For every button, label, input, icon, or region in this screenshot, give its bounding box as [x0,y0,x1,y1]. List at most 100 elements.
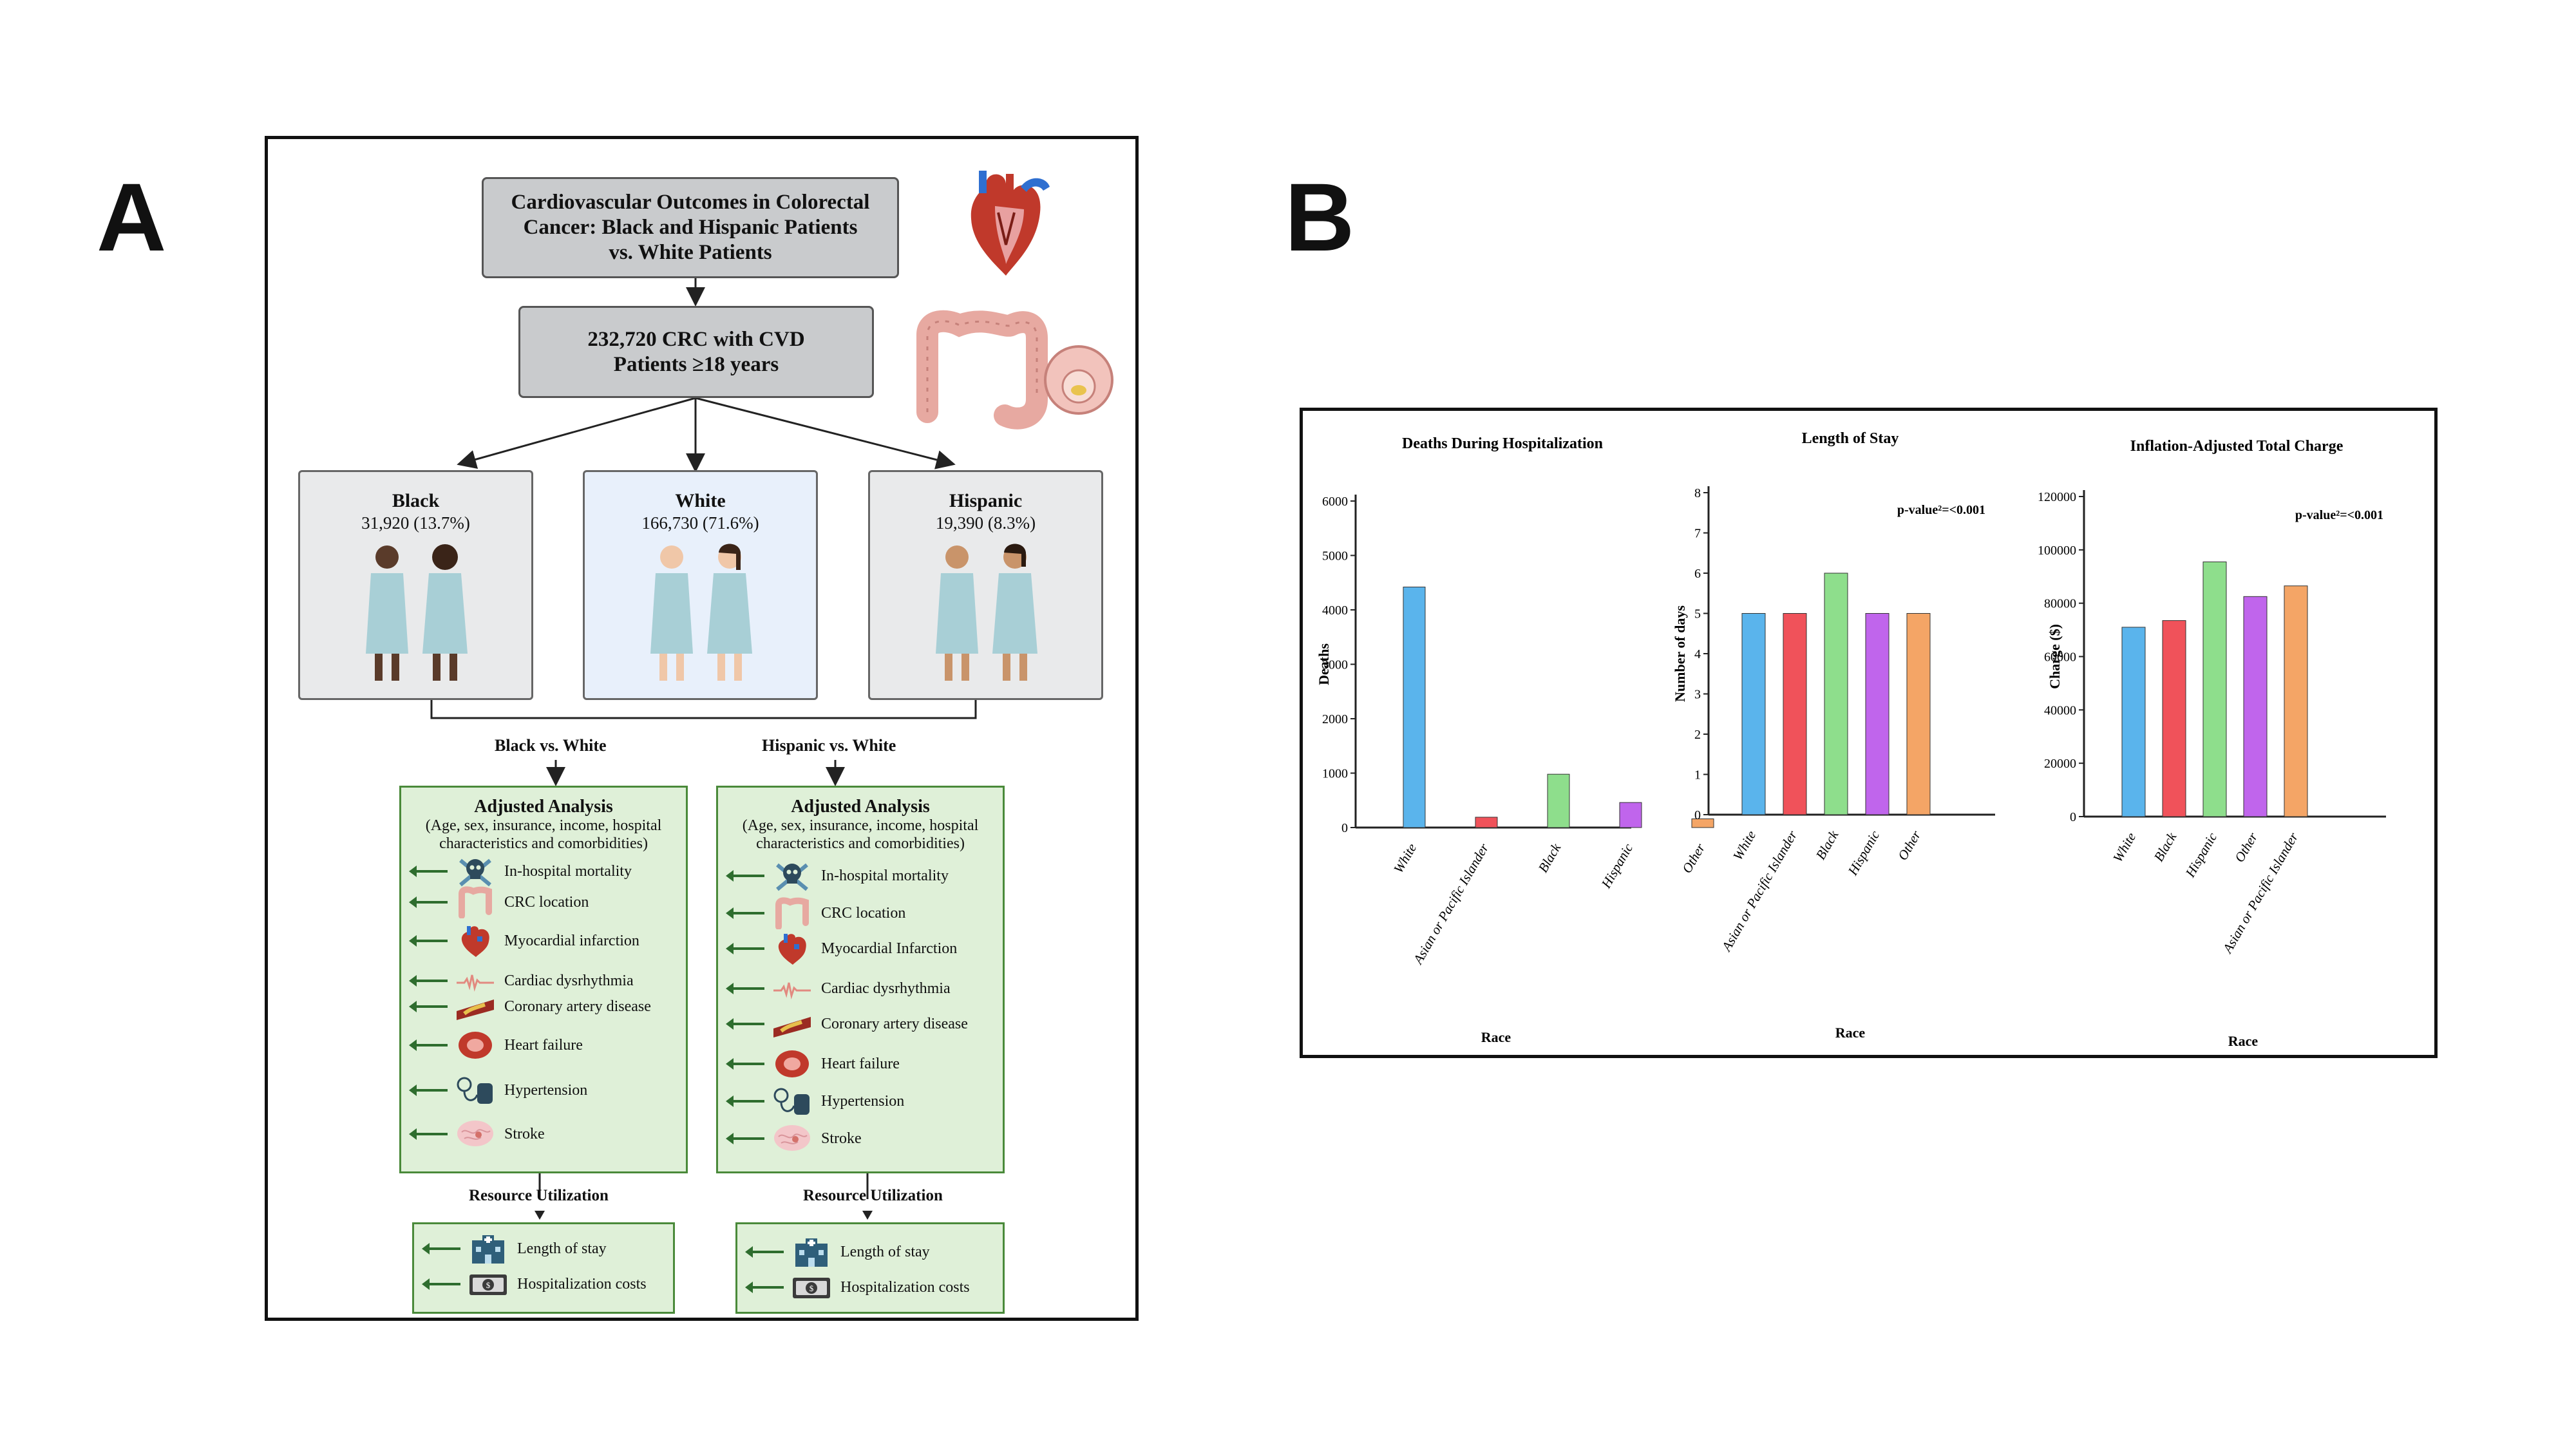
outcome-label: Hospitalization costs [517,1275,647,1293]
outcome-item: Hypertension [726,1085,905,1117]
outcome-item: Hypertension [409,1074,587,1106]
arrow-left-icon [409,1039,448,1051]
bar [1783,613,1807,815]
y-tick-label: 5 [1694,607,1701,621]
arrow-left-icon [409,866,448,877]
adjusted-analysis-subtitle: (Age, sex, insurance, income, hospital c… [425,817,662,852]
outcome-item: $Hospitalization costs [745,1271,970,1303]
outcome-item: Length of stay [422,1233,607,1265]
outcome-label: Heart failure [821,1055,900,1072]
x-axis-label: Race [1835,1025,1866,1041]
x-tick-label: Black [1535,840,1564,875]
y-axis-label: Deaths [1316,643,1332,685]
brain-icon [455,1118,495,1150]
bar [2243,596,2268,817]
group-white-count: 166,730 (71.6%) [641,513,759,533]
y-tick-label: 20000 [2044,757,2076,771]
x-tick-label: Hispanic [1844,828,1883,878]
y-tick-label: 1 [1694,768,1701,782]
x-tick-label: Black [1813,828,1842,862]
outcome-item: Stroke [409,1118,545,1150]
y-tick-label: 5000 [1322,549,1348,564]
y-tick-label: 4000 [1322,603,1348,618]
outcome-item: Stroke [726,1122,862,1155]
group-hispanic-box: Hispanic 19,390 (8.3%) [868,470,1103,700]
y-tick-label: 6 [1694,567,1701,581]
arrow-left-icon [726,1095,764,1107]
outcome-item: CRC location [726,897,906,930]
group-hispanic-name: Hispanic [949,490,1023,511]
x-tick-label: Other [2231,829,2261,865]
cohort-box: 232,720 CRC with CVD Patients ≥18 years [518,306,874,398]
outcome-label: Myocardial infarction [504,932,639,949]
y-tick-label: 60000 [2044,650,2076,665]
brain-icon [772,1122,812,1155]
y-tick-label: 0 [1341,821,1348,835]
y-tick-label: 1000 [1322,767,1348,781]
outcome-label: Stroke [504,1125,545,1142]
arrow-left-icon [422,1278,460,1290]
skull-icon [455,855,495,887]
outcome-label: Stroke [821,1130,862,1147]
study-title: Cardiovascular Outcomes in Colorectal Ca… [511,191,870,264]
y-tick-label: 3 [1694,688,1701,702]
outcome-label: CRC location [821,904,906,922]
bar [1865,613,1889,815]
x-tick-label: Other [1679,840,1709,876]
panel-a-letter: A [97,163,167,271]
chart-title: Deaths During Hospitalization [1402,435,1603,452]
group-white-name: White [675,490,726,511]
outcome-label: Hospitalization costs [840,1278,970,1296]
x-tick-label: Hispanic [2182,829,2221,880]
y-tick-label: 7 [1694,527,1701,541]
adjusted-analysis-title: Adjusted Analysis [791,797,930,817]
arrow-left-icon [726,1058,764,1070]
hospital-icon [791,1236,831,1268]
arrow-left-icon [422,1243,460,1255]
blood-pressure-icon [455,1074,495,1106]
outcome-item: Heart failure [409,1029,583,1061]
y-axis-label: Charge ($) [2047,624,2063,689]
group-hispanic-count: 19,390 (8.3%) [935,513,1036,533]
y-tick-label: 100000 [2038,544,2076,558]
x-tick-label: Asian or Pacific Islander [1718,828,1801,955]
arrow-left-icon [409,896,448,908]
outcome-label: Cardiac dysrhythmia [504,972,634,989]
bar [1906,613,1931,815]
group-white-box: White 166,730 (71.6%) [583,470,818,700]
bar [1619,802,1642,828]
arrow-left-icon [726,943,764,954]
outcome-label: In-hospital mortality [821,867,949,884]
y-tick-label: 6000 [1322,495,1348,509]
arrow-left-icon [409,1084,448,1096]
outcome-label: CRC location [504,893,589,911]
outcome-item: Cardiac dysrhythmia [409,965,634,997]
arrow-left-icon [409,1128,448,1140]
bar [1691,818,1714,828]
resource-left-box: Length of stay$ Hospitalization costs [412,1222,675,1314]
y-tick-label: 0 [1694,808,1701,822]
arrow-left-icon [726,907,764,919]
patients-icon [650,544,752,681]
y-axis-label: Number of days [1672,605,1688,702]
x-tick-label: White [1390,841,1419,876]
bar [2284,585,2308,817]
y-tick-label: 80000 [2044,597,2076,611]
colon-illustration-icon [916,310,1113,430]
outcome-label: In-hospital mortality [504,862,632,880]
outcome-label: Hypertension [821,1092,905,1110]
heart-failure-icon [455,1029,495,1061]
bar [1741,613,1766,815]
chart-title: Length of Stay [1802,430,1899,447]
cohort-line-2: Patients ≥18 years [613,352,779,376]
x-tick-label: White [2110,830,2139,865]
outcome-label: Coronary artery disease [821,1015,968,1032]
group-black-count: 31,920 (13.7%) [361,513,470,533]
outcome-item: Coronary artery disease [726,1008,968,1040]
money-icon: $ [468,1268,508,1300]
y-tick-label: 3000 [1322,658,1348,672]
heart-icon [772,933,812,965]
outcome-item: Cardiac dysrhythmia [726,972,951,1005]
bar [2202,561,2227,817]
